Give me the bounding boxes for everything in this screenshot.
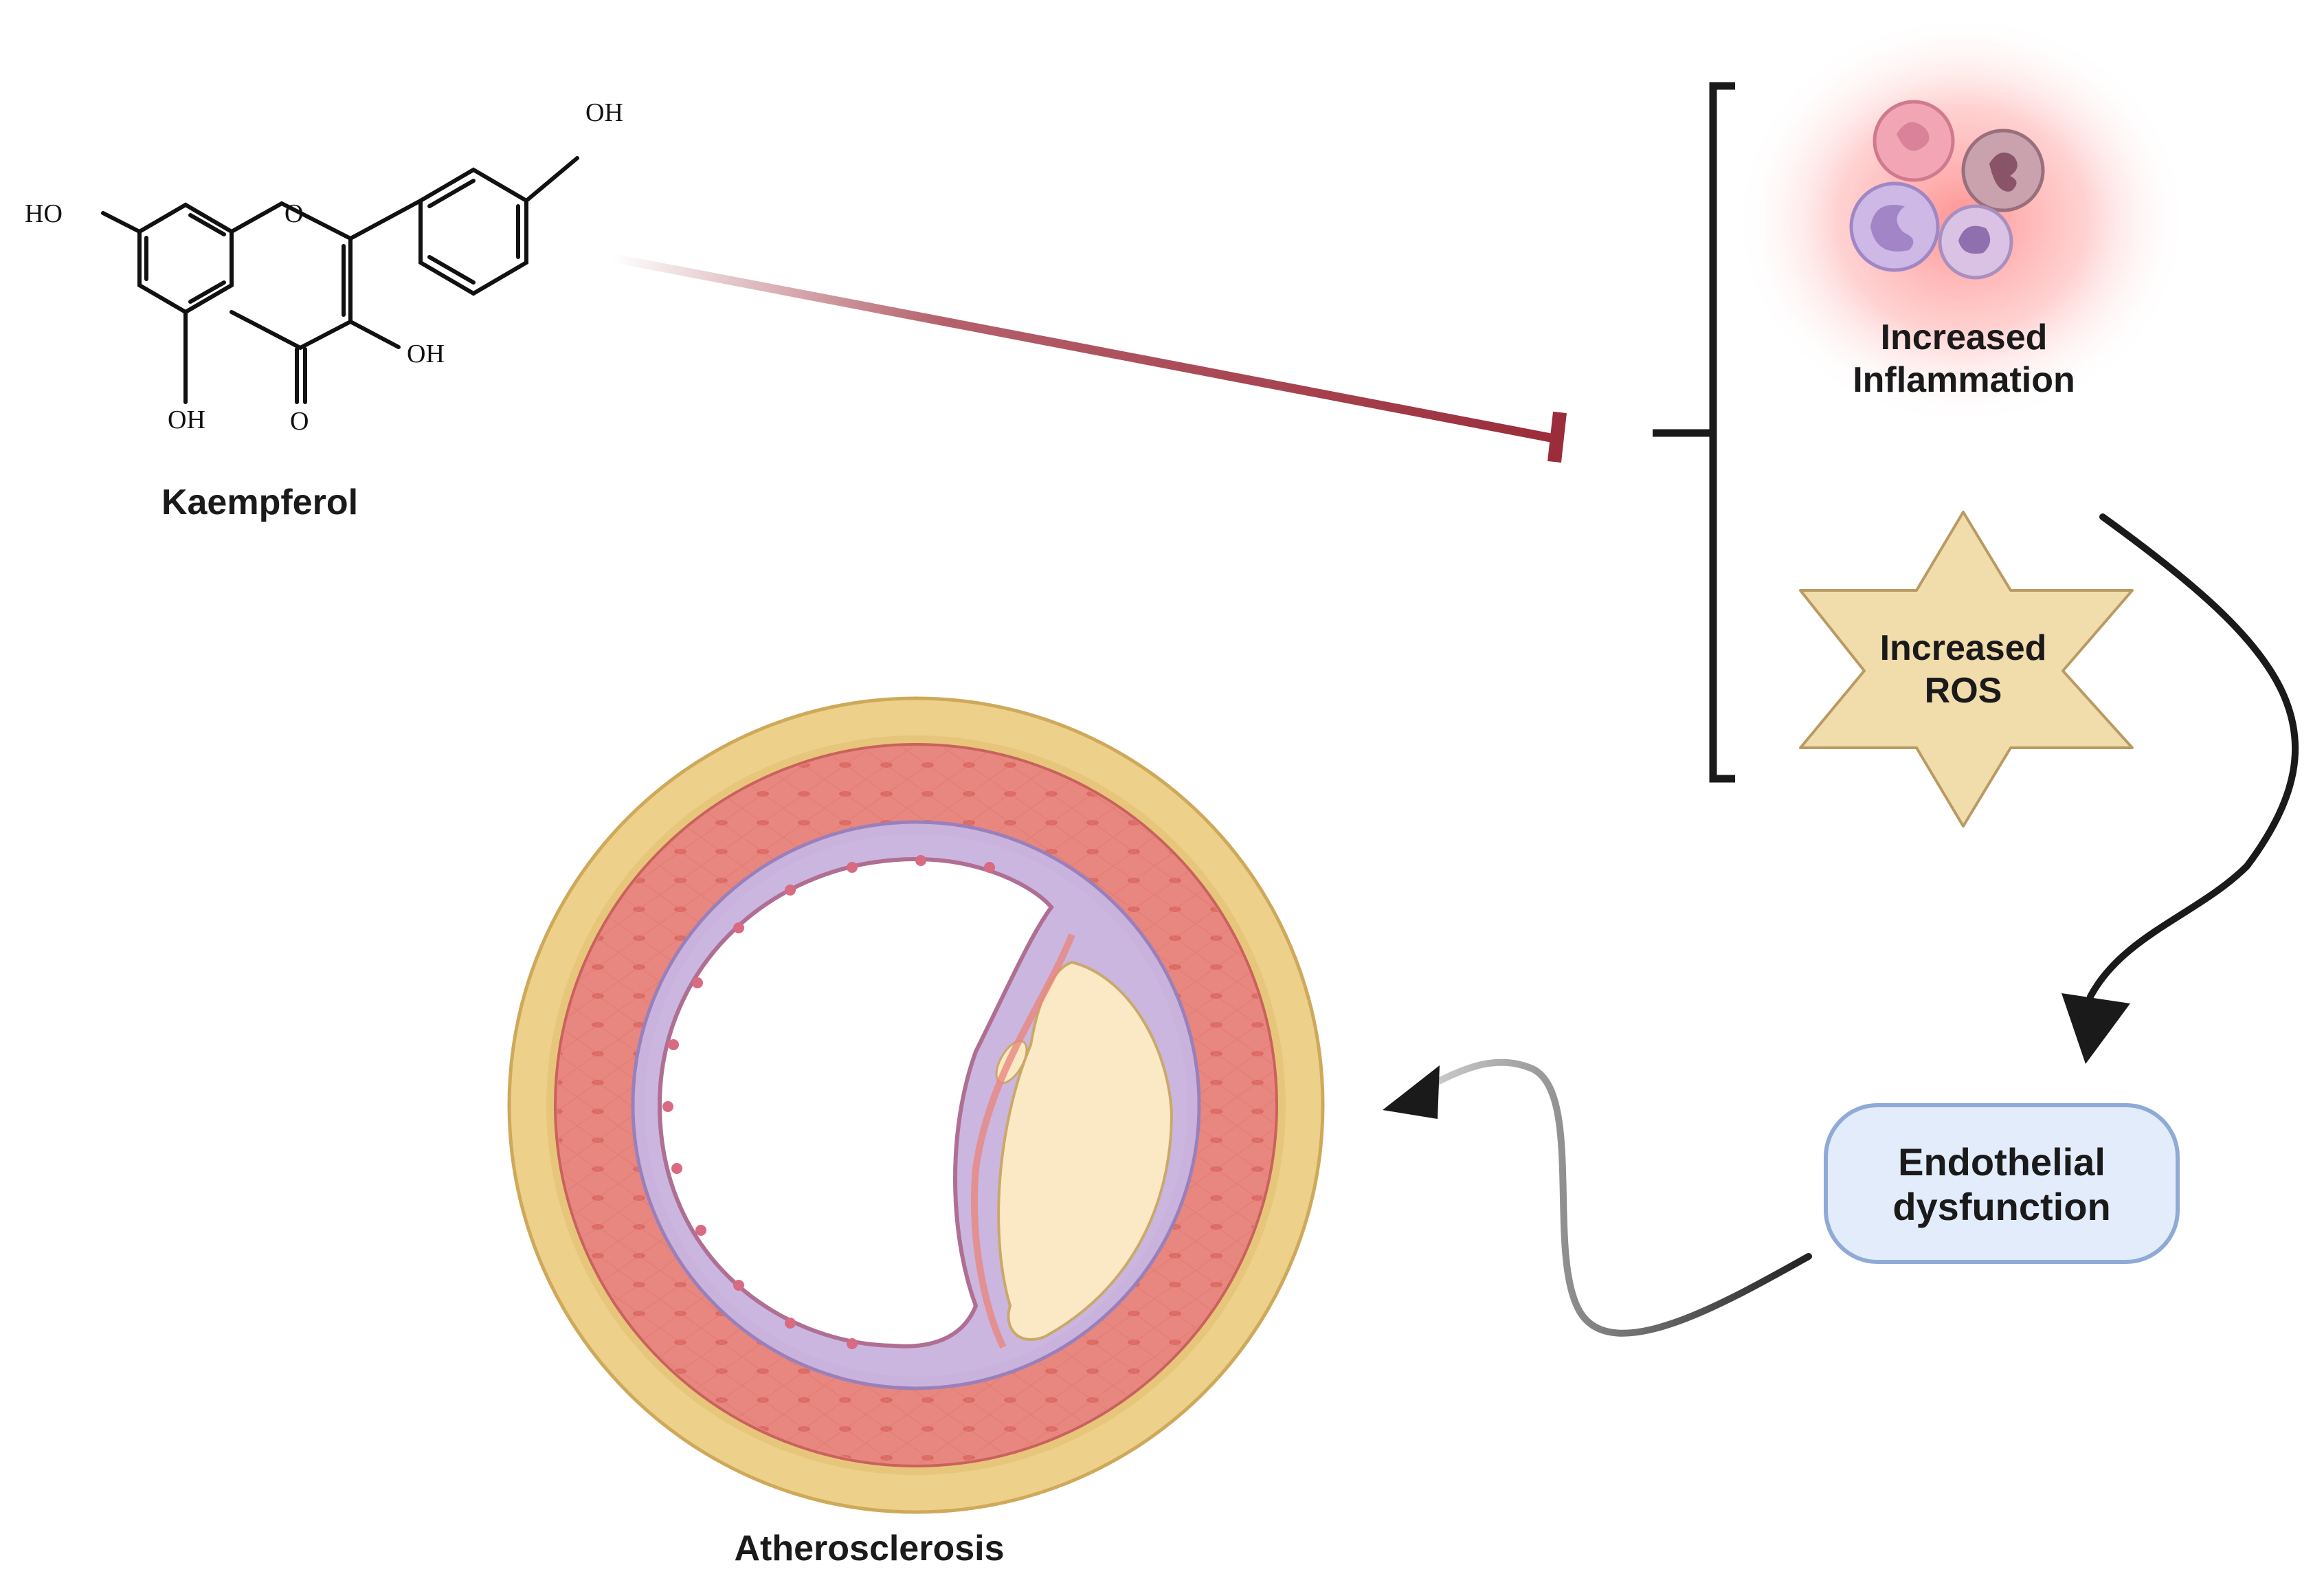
endothelial-label-line2: dysfunction: [1892, 1185, 2110, 1228]
ring-a: [137, 202, 234, 315]
inhibition-bar: [1548, 411, 1567, 463]
oh-right-label: OH: [407, 340, 445, 368]
carbonyl-oxygen-label: O: [290, 407, 309, 436]
effects-bracket: [1653, 82, 1735, 783]
kaempferol-structure: [101, 156, 579, 404]
inflammation-label-line2: Inflammation: [1853, 360, 2075, 400]
ring-oxygen-label: O: [284, 199, 303, 228]
atherosclerosis-label: Atherosclerosis: [734, 1529, 1004, 1568]
artery-cross-section: [507, 696, 1325, 1514]
immune-cells: [1849, 100, 2045, 280]
ros-label-line2: ROS: [1925, 671, 2002, 711]
endothelial-cells: [662, 855, 995, 1349]
flow-arrow-to-endothelial: [2087, 513, 2299, 1000]
oh-bottom-label: OH: [168, 406, 205, 434]
ring-c: [230, 201, 353, 351]
ros-star: [1799, 511, 2134, 828]
arrowhead-artery: [1383, 1065, 1440, 1119]
flow-arrow-to-artery: [1412, 1058, 1812, 1337]
kaempferol-label: Kaempferol: [161, 482, 358, 522]
inhibition-line: [610, 253, 1556, 443]
plaque-core: [997, 960, 1174, 1341]
ros-label-line1: Increased: [1880, 628, 2047, 668]
endothelial-label-line1: Endothelial: [1898, 1140, 2105, 1184]
ho-left-label: HO: [25, 199, 63, 228]
arrowhead-endothelial: [2062, 993, 2130, 1064]
oh-top-label: OH: [585, 98, 623, 127]
endothelial-box: [1824, 1103, 2180, 1264]
ring-b: [418, 167, 528, 296]
inflammation-label-line1: Increased: [1881, 318, 2048, 357]
lumen: [657, 856, 1054, 1349]
